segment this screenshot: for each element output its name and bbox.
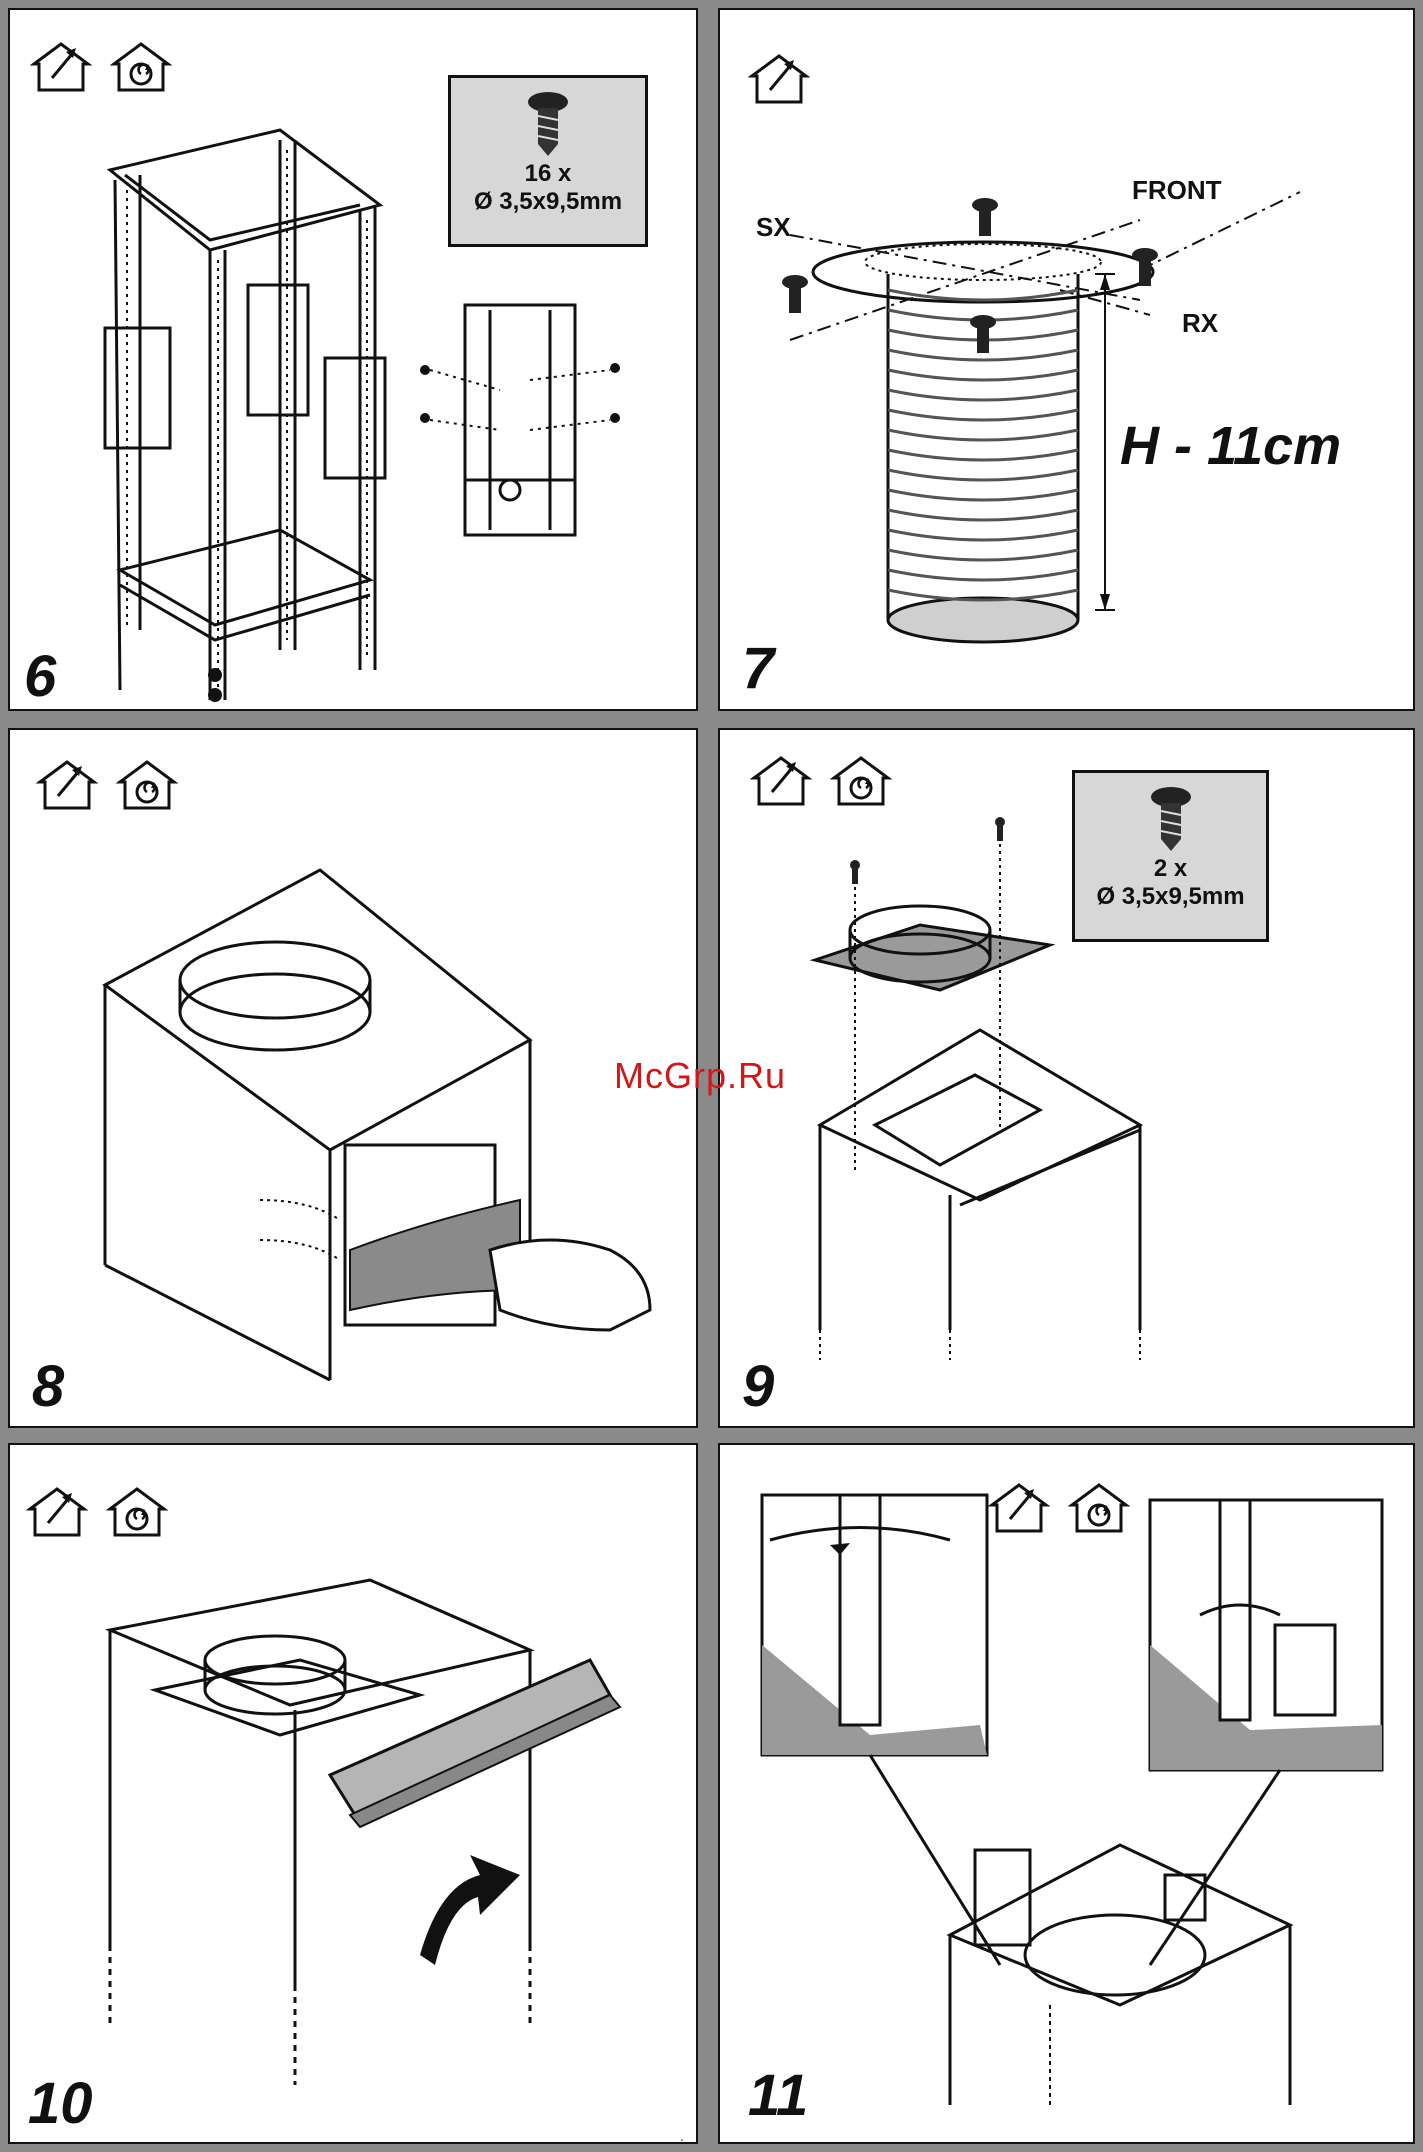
duct-flange-drawing: [720, 730, 1415, 1428]
panel-step-11: 11: [718, 1443, 1415, 2144]
panel-step-7: FRONT SX RX H - 11cm 7: [718, 8, 1415, 711]
flexible-duct-drawing: [720, 10, 1415, 711]
screw-quantity-box: 2 x Ø 3,5x9,5mm: [1072, 770, 1269, 942]
panel-step-10: 10: [8, 1443, 698, 2144]
height-label: H - 11cm: [1120, 415, 1341, 477]
right-label: RX: [1182, 308, 1218, 339]
mounting-detail-drawing: [720, 1445, 1415, 2144]
left-label: SX: [756, 212, 791, 243]
step-number: 7: [742, 640, 774, 698]
screw-icon: [523, 90, 573, 156]
panel-step-6: 16 x Ø 3,5x9,5mm 6: [8, 8, 698, 711]
panel-step-8: 8: [8, 728, 698, 1428]
step-number: 11: [748, 2067, 808, 2125]
screw-size: Ø 3,5x9,5mm: [1075, 883, 1266, 911]
step-number: 8: [32, 1358, 64, 1416]
screw-icon: [1146, 785, 1196, 851]
step-number: 6: [24, 648, 56, 706]
screw-size: Ø 3,5x9,5mm: [451, 188, 645, 216]
watermark: McGrp.Ru: [614, 1055, 786, 1097]
screw-quantity-box: 16 x Ø 3,5x9,5mm: [448, 75, 648, 247]
hood-tape-drawing: [10, 730, 698, 1428]
panel-step-9: 2 x Ø 3,5x9,5mm 9: [718, 728, 1415, 1428]
screw-quantity: 16 x: [451, 160, 645, 188]
step-number: 9: [742, 1358, 774, 1416]
front-label: FRONT: [1132, 175, 1222, 206]
footer-mark: .: [680, 2128, 684, 2144]
filter-install-drawing: [10, 1445, 698, 2144]
step-number: 10: [28, 2075, 93, 2133]
screw-quantity: 2 x: [1075, 855, 1266, 883]
